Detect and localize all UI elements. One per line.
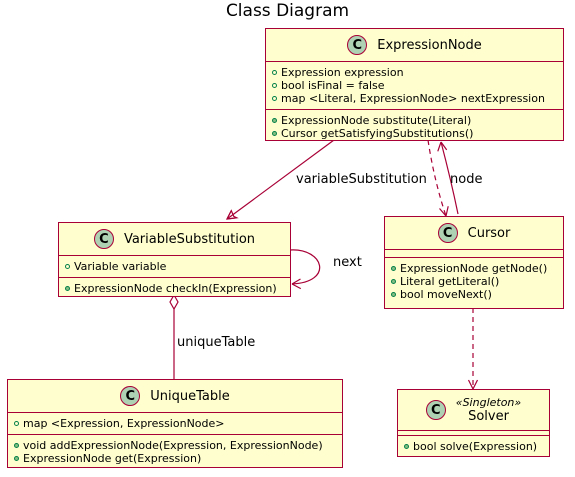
method: bool moveNext()	[391, 288, 557, 301]
class-icon: C	[437, 223, 458, 243]
attribute: map <Literal, ExpressionNode> nextExpres…	[272, 92, 557, 105]
node-edge	[440, 141, 459, 215]
expression-cursor-dependency	[427, 139, 447, 217]
class-header: C Cursor	[385, 217, 563, 249]
method: bool solve(Expression)	[404, 440, 543, 453]
class-name: Cursor	[467, 225, 511, 241]
method: ExpressionNode checkIn(Expression)	[65, 282, 284, 295]
next-self-loop	[289, 249, 321, 285]
attributes-section	[385, 249, 563, 257]
diagram-title: Class Diagram	[225, 1, 350, 21]
class-variable-substitution[interactable]: C VariableSubstitution Variable variable…	[58, 222, 291, 297]
public-visibility-icon	[272, 70, 277, 75]
method: void addExpressionNode(Expression, Expre…	[14, 439, 336, 452]
class-icon: C	[425, 400, 446, 420]
class-name: Solver	[468, 408, 509, 424]
public-visibility-icon	[391, 292, 396, 297]
public-visibility-icon	[404, 444, 409, 449]
method: ExpressionNode get(Expression)	[14, 452, 336, 465]
methods-section: ExpressionNode substitute(Literal) Curso…	[266, 109, 563, 144]
public-visibility-icon	[14, 421, 19, 426]
variable-substitution-label: variableSubstitution	[296, 172, 427, 187]
class-icon: C	[93, 229, 114, 249]
methods-section: bool solve(Expression)	[398, 435, 549, 457]
class-name: VariableSubstitution	[123, 231, 256, 247]
public-visibility-icon	[272, 131, 277, 136]
class-unique-table[interactable]: C UniqueTable map <Expression, Expressio…	[7, 379, 343, 468]
class-cursor[interactable]: C Cursor ExpressionNode getNode() Litera…	[384, 216, 564, 309]
method: ExpressionNode substitute(Literal)	[272, 114, 557, 127]
attribute: Variable variable	[65, 260, 284, 273]
public-visibility-icon	[272, 96, 277, 101]
class-name: ExpressionNode	[377, 37, 482, 53]
node-label: node	[450, 172, 483, 187]
class-header: C «Singleton» Solver	[398, 390, 549, 430]
public-visibility-icon	[272, 83, 277, 88]
class-icon: C	[120, 386, 141, 406]
public-visibility-icon	[14, 443, 19, 448]
attribute: Expression expression	[272, 66, 557, 79]
unique-table-label: uniqueTable	[177, 335, 256, 350]
class-header: C ExpressionNode	[266, 29, 563, 61]
class-header: C UniqueTable	[8, 380, 342, 412]
attribute: bool isFinal = false	[272, 79, 557, 92]
public-visibility-icon	[14, 456, 19, 461]
attributes-section: map <Expression, ExpressionNode>	[8, 412, 342, 434]
next-label: next	[333, 255, 362, 270]
methods-section: ExpressionNode getNode() Literal getLite…	[385, 257, 563, 305]
class-solver[interactable]: C «Singleton» Solver bool solve(Expressi…	[397, 389, 550, 457]
class-icon: C	[347, 35, 368, 55]
method: Cursor getSatisfyingSubstitutions()	[272, 127, 557, 140]
public-visibility-icon	[391, 266, 396, 271]
public-visibility-icon	[391, 279, 396, 284]
class-header: C VariableSubstitution	[59, 223, 290, 255]
public-visibility-icon	[272, 118, 277, 123]
methods-section: ExpressionNode checkIn(Expression)	[59, 277, 290, 299]
methods-section: void addExpressionNode(Expression, Expre…	[8, 434, 342, 469]
class-stereotype: «Singleton»	[455, 395, 522, 409]
class-name: UniqueTable	[150, 388, 230, 404]
attribute: map <Expression, ExpressionNode>	[14, 417, 336, 430]
public-visibility-icon	[65, 286, 70, 291]
attributes-section	[398, 430, 549, 435]
attributes-section: Expression expression bool isFinal = fal…	[266, 61, 563, 109]
public-visibility-icon	[65, 264, 70, 269]
attributes-section: Variable variable	[59, 255, 290, 277]
method: ExpressionNode getNode()	[391, 262, 557, 275]
variable-substitution-edge	[226, 139, 335, 220]
method: Literal getLiteral()	[391, 275, 557, 288]
class-expression-node[interactable]: C ExpressionNode Expression expression b…	[265, 28, 564, 141]
